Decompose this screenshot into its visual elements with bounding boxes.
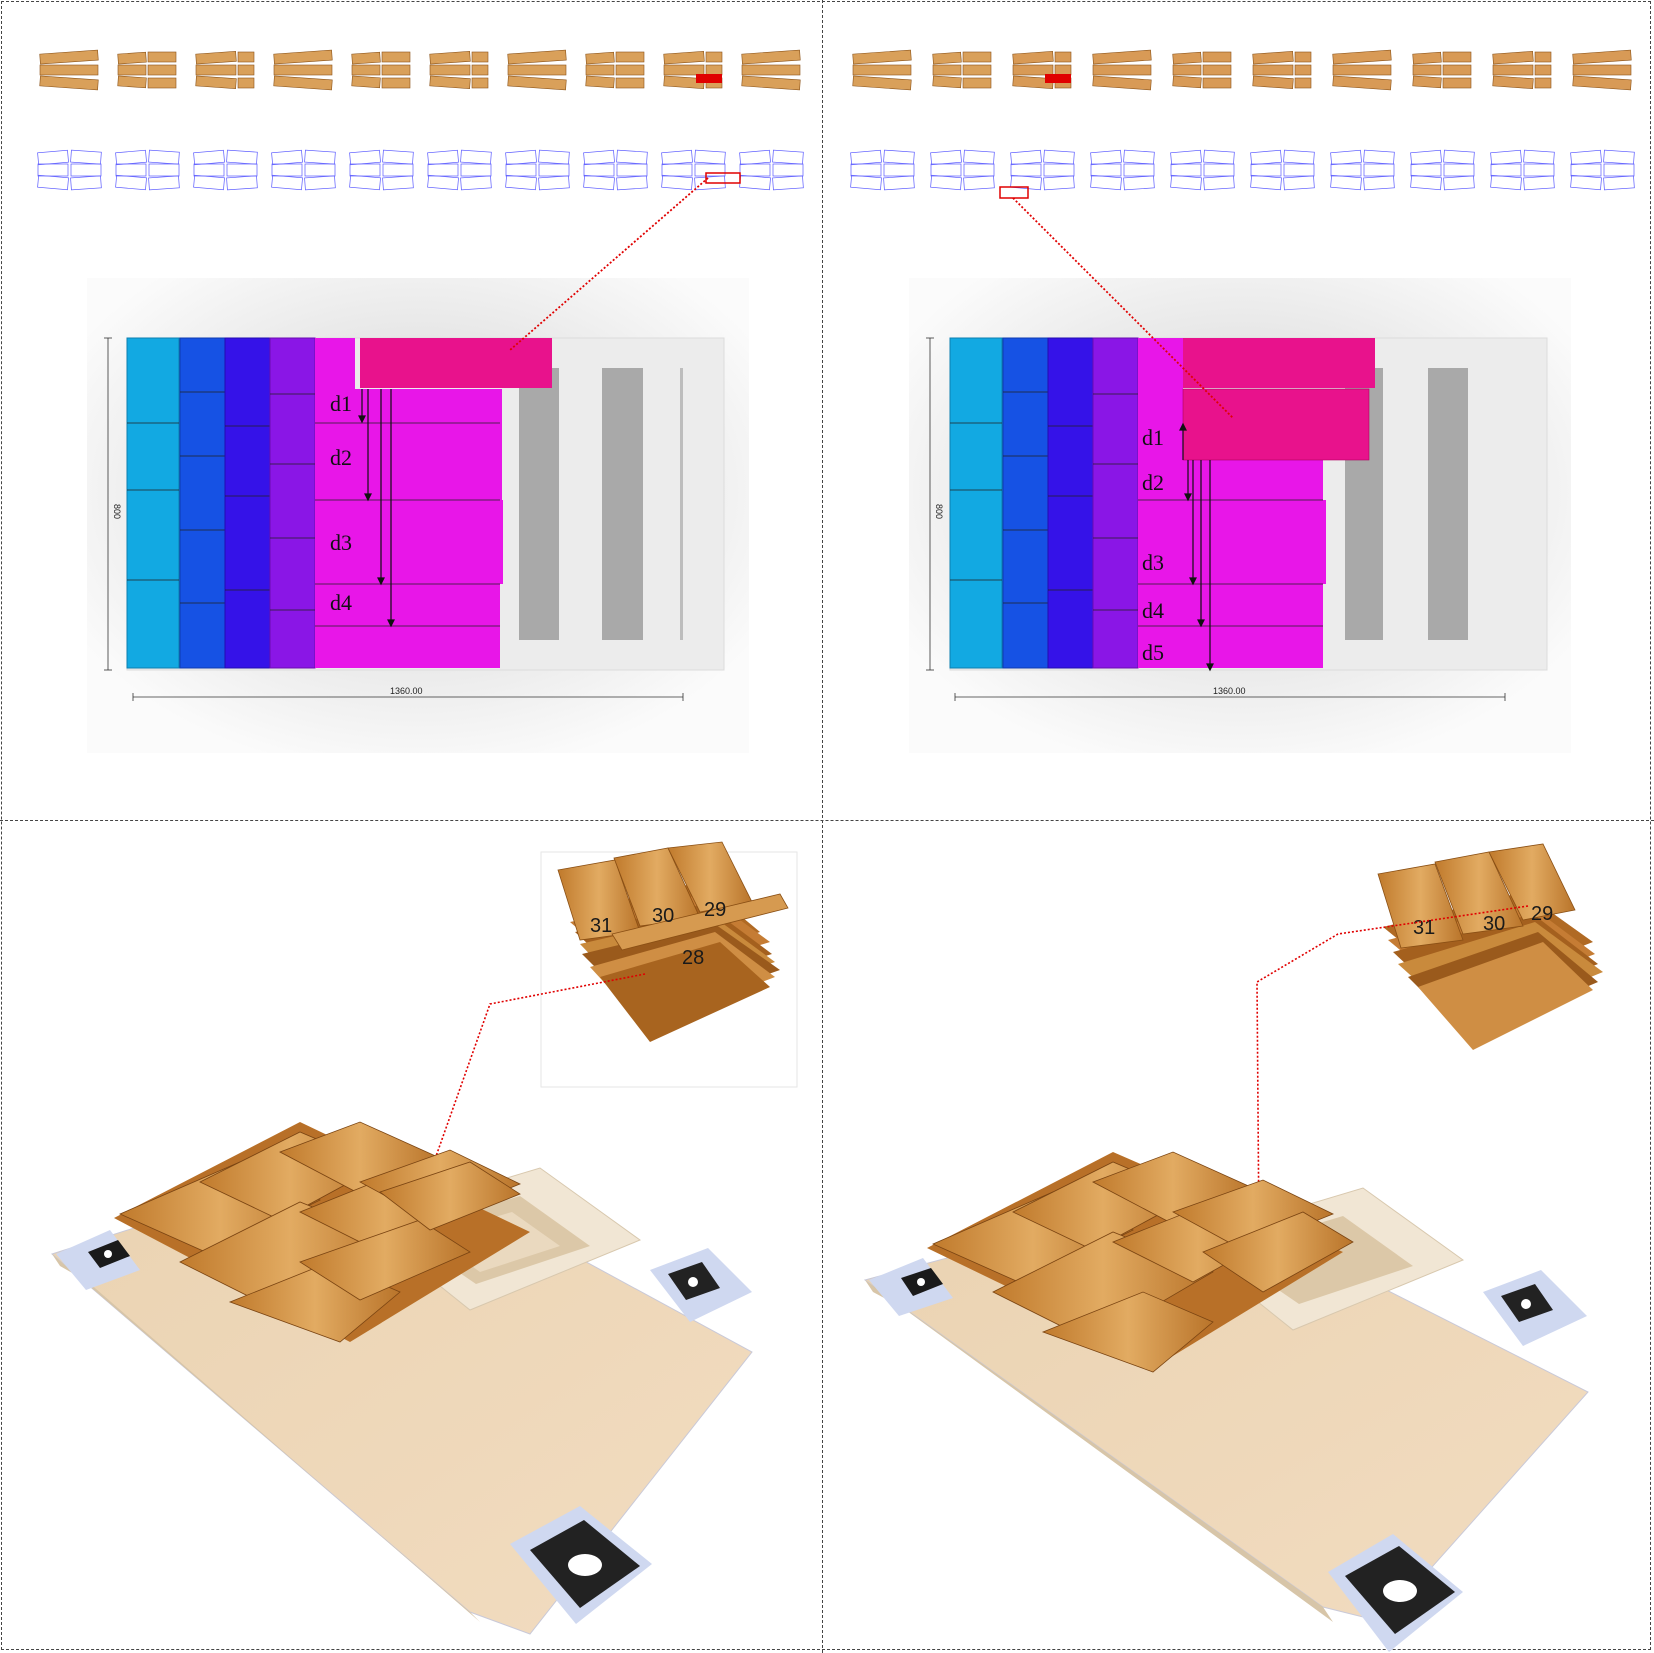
connector-line — [417, 973, 646, 1208]
board-outline-row — [37, 149, 804, 191]
distance-label-d5: d5 — [1142, 640, 1164, 665]
selected-outline-marker — [705, 172, 741, 184]
selected-board-marker — [696, 74, 722, 83]
board-outline — [850, 149, 915, 191]
board-thumbnail-row — [39, 49, 801, 91]
selected-outline-marker — [999, 186, 1029, 199]
height-dimension-label: 800 — [112, 504, 122, 519]
panel-bottom-left-svg: 31 30 29 28 — [50, 841, 798, 1635]
board-thumbnail — [1012, 50, 1072, 90]
board-outline — [193, 149, 258, 191]
distance-label-d2: d2 — [1142, 470, 1164, 495]
board-thumbnail — [273, 49, 333, 91]
connector-line — [1256, 905, 1529, 1238]
board-outline — [1250, 149, 1315, 191]
panel-top-left: d1 d2 d3 d4 800 1360.00 — [0, 0, 820, 820]
board-outline — [1570, 149, 1635, 191]
board-outline — [661, 149, 726, 191]
board-thumbnail — [585, 51, 645, 89]
board-thumbnail — [429, 50, 489, 90]
board-thumbnail — [1332, 49, 1392, 91]
board-outline — [427, 149, 492, 191]
width-dimension-label: 1360.00 — [390, 686, 423, 696]
board-thumbnail — [1092, 49, 1152, 91]
board-thumbnail — [351, 51, 411, 89]
stack-tag-31: 31 — [590, 915, 612, 937]
distance-label-d4: d4 — [1142, 598, 1164, 623]
distance-label-d1: d1 — [330, 391, 352, 416]
board-thumbnail — [1172, 51, 1232, 89]
new-board-highlight — [1182, 388, 1370, 461]
board-outline — [583, 149, 648, 191]
scanned-pallet — [863, 1151, 1589, 1652]
width-dimension-label: 1360.00 — [1213, 686, 1246, 696]
board-thumbnail — [1412, 51, 1472, 89]
stack-tag-30: 30 — [652, 905, 674, 927]
board-thumbnail — [741, 49, 801, 91]
board-thumbnail — [1572, 49, 1632, 91]
stack-tag-29: 29 — [704, 899, 726, 921]
panel-top-left-svg: d1 d2 d3 d4 800 1360.00 — [37, 49, 804, 753]
height-dimension-label: 800 — [934, 504, 944, 519]
board-outline — [1010, 149, 1075, 191]
board-thumbnail-row — [852, 49, 1632, 91]
new-board-highlight — [360, 338, 552, 388]
board-thumbnail — [1492, 50, 1552, 90]
board-outline — [1090, 149, 1155, 191]
board-outline — [271, 149, 336, 191]
board-outline — [739, 149, 804, 191]
stack-tag-28: 28 — [682, 947, 704, 969]
board-outline — [1410, 149, 1475, 191]
board-outline — [115, 149, 180, 191]
distance-arrows — [1179, 422, 1214, 672]
distance-label-d3: d3 — [330, 530, 352, 555]
panel-top-right-svg: d1 d2 d3 d4 d5 800 1360.00 — [850, 49, 1635, 753]
panel-top-right: d1 d2 d3 d4 d5 800 1360.00 — [823, 0, 1643, 820]
placed-boards — [126, 337, 552, 669]
board-outline-row — [850, 149, 1635, 191]
board-thumbnail — [507, 49, 567, 91]
panel-bottom-right: 31 30 29 — [823, 822, 1654, 1653]
board-stack-inset — [1377, 843, 1603, 1050]
board-thumbnail — [932, 51, 992, 89]
board-outline — [930, 149, 995, 191]
selected-board-marker — [1045, 74, 1071, 83]
stack-tag-29: 29 — [1531, 903, 1553, 925]
distance-arrows — [358, 389, 395, 628]
scanned-pallet — [50, 1121, 753, 1635]
board-thumbnail — [1252, 50, 1312, 90]
vertical-divider — [822, 0, 823, 1653]
placed-board-highlight — [1183, 338, 1375, 388]
distance-label-d1: d1 — [1142, 425, 1164, 450]
board-outline — [1490, 149, 1555, 191]
board-outline — [349, 149, 414, 191]
board-stack-inset — [557, 841, 789, 1042]
board-outline — [37, 149, 102, 191]
panel-bottom-right-svg: 31 30 29 — [863, 843, 1603, 1652]
board-outline — [505, 149, 570, 191]
dimension-lines — [104, 337, 684, 701]
board-thumbnail — [852, 49, 912, 91]
board-outline — [1170, 149, 1235, 191]
board-thumbnail — [117, 51, 177, 89]
stack-tag-31: 31 — [1413, 917, 1435, 939]
board-outline — [1330, 149, 1395, 191]
dimension-lines — [926, 337, 1506, 701]
distance-label-d4: d4 — [330, 590, 352, 615]
board-thumbnail — [39, 49, 99, 91]
board-thumbnail — [663, 50, 723, 90]
distance-label-d2: d2 — [330, 445, 352, 470]
distance-label-d3: d3 — [1142, 550, 1164, 575]
board-thumbnail — [195, 50, 255, 90]
panel-bottom-left: 31 30 29 28 — [0, 822, 820, 1653]
placed-boards — [949, 337, 1375, 669]
stack-tag-30: 30 — [1483, 913, 1505, 935]
horizontal-divider — [0, 820, 1654, 821]
